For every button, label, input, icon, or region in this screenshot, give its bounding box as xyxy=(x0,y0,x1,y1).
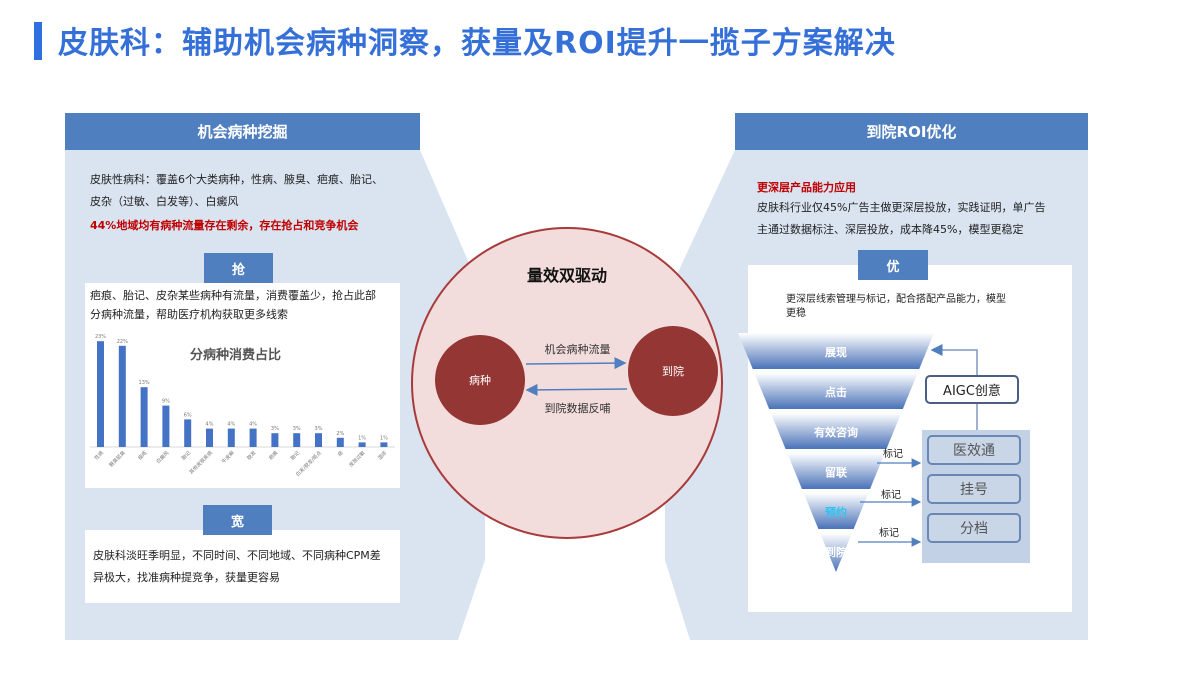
bar xyxy=(227,428,235,447)
node-circle-right xyxy=(628,326,718,416)
backward-label: 到院数据反哺 xyxy=(544,402,611,415)
bar-value-label: 3% xyxy=(271,426,279,432)
mark-label-3: 标记 xyxy=(879,528,899,539)
aigc-box: AIGC创意 xyxy=(925,375,1019,404)
center-circle xyxy=(411,227,723,539)
grab-box xyxy=(85,283,400,488)
bar-value-label: 9% xyxy=(162,399,170,405)
wide-box xyxy=(85,530,400,603)
mark-label-2: 标记 xyxy=(881,490,901,501)
bar-value-label: 1% xyxy=(380,435,388,441)
forward-label: 机会病种流量 xyxy=(544,343,611,356)
bar xyxy=(315,433,322,447)
grab-tag: 抢 xyxy=(204,253,273,283)
bar xyxy=(358,442,366,447)
mark-label-1: 标记 xyxy=(883,449,903,460)
bar xyxy=(162,405,170,447)
funnel-stage-2 xyxy=(754,373,918,409)
bar-value-label: 23% xyxy=(95,334,106,340)
funnel-label: 到院 xyxy=(825,546,847,559)
funnel-stage-4 xyxy=(787,453,885,489)
right-line-2: 主通过数据标注、深层投放，成本降45%，模型更稳定 xyxy=(757,223,1024,236)
bar xyxy=(293,433,301,447)
bar xyxy=(184,419,192,447)
opt-line-2: 更稳 xyxy=(786,308,806,319)
left-intro-1: 皮肤性病科：覆盖6个大类病种，性病、腋臭、疤痕、胎记、 xyxy=(90,173,383,186)
wide-line-1: 皮肤科淡旺季明显，不同时间、不同地域、不同病种CPM差 xyxy=(93,549,381,562)
bar-value-label: 4% xyxy=(206,422,214,428)
bar-value-label: 4% xyxy=(227,422,235,428)
tool-box-2: 挂号 xyxy=(927,474,1021,504)
bar xyxy=(380,442,388,447)
bar-value-label: 4% xyxy=(249,422,257,428)
funnel-stage-6 xyxy=(820,533,852,572)
tool-box-1: 医效通 xyxy=(927,435,1021,465)
page-title: 皮肤科：辅助机会病种洞察，获量及ROI提升一揽子方案解决 xyxy=(58,26,896,61)
forward-arrow xyxy=(525,357,627,370)
funnel-stage-1 xyxy=(738,333,934,369)
bar-value-label: 1% xyxy=(358,435,366,441)
bar-value-label: 13% xyxy=(139,380,150,386)
bar xyxy=(97,341,104,447)
bar xyxy=(249,428,257,447)
node-left-label: 病种 xyxy=(469,374,491,387)
bar-value-label: 22% xyxy=(117,339,128,345)
bar-value-label: 3% xyxy=(293,426,301,432)
backward-arrow xyxy=(525,383,628,396)
consumption-bar-chart: 23%性病22%腋臭狐臭13%痤疮9%白癜风6%胎记4%其他皮肤疾病4%牛皮癣4… xyxy=(90,334,395,478)
opt-line-1: 更深层线索管理与标记，配合搭配产品能力，模型 xyxy=(786,294,1006,305)
funnel-label: 有效咨询 xyxy=(814,426,858,439)
funnel-stage-3 xyxy=(770,413,902,449)
node-right-label: 到院 xyxy=(662,365,684,378)
tool-box-3: 分档 xyxy=(927,513,1021,543)
bar xyxy=(140,387,148,447)
opt-tag: 优 xyxy=(858,250,928,280)
left-header: 机会病种挖掘 xyxy=(65,113,420,150)
category-label: 痣 xyxy=(336,449,344,457)
chart-title: 分病种消费占比 xyxy=(190,348,282,363)
bar xyxy=(206,428,213,447)
bar-value-label: 6% xyxy=(184,412,192,418)
funnel-stage-5 xyxy=(803,493,869,529)
wide-tag: 宽 xyxy=(203,505,272,535)
right-line-1: 皮肤科行业仅45%广告主做更深层投放，实践证明，单广告 xyxy=(757,201,1046,214)
left-highlight: 44%地域均有病种流量存在剩余，存在抢占和竞争机会 xyxy=(90,219,359,232)
funnel-label: 留联 xyxy=(825,466,847,479)
bar-value-label: 2% xyxy=(336,431,344,437)
grab-line-1: 疤痕、胎记、皮杂某些病种有流量，消费覆盖少，抢占此部 xyxy=(90,289,376,302)
bar xyxy=(118,345,126,447)
right-highlight: 更深层产品能力应用 xyxy=(757,181,856,194)
funnel-label: 预约 xyxy=(825,506,847,519)
funnel-label: 点击 xyxy=(825,386,847,399)
bar xyxy=(336,437,344,447)
title-accent-bar xyxy=(34,22,42,60)
funnel-label: 展现 xyxy=(825,346,847,359)
right-header: 到院ROI优化 xyxy=(735,113,1088,150)
bar xyxy=(271,433,279,447)
left-intro-2: 皮杂（过敏、白发等）、白癜风 xyxy=(90,195,239,208)
center-title: 量效双驱动 xyxy=(526,266,607,285)
grab-line-2: 分病种流量，帮助医疗机构获取更多线索 xyxy=(90,308,288,321)
wide-line-2: 异极大，找准病种提竞争，获量更容易 xyxy=(93,571,280,584)
bar-value-label: 3% xyxy=(315,426,323,432)
node-circle-left xyxy=(435,335,525,425)
